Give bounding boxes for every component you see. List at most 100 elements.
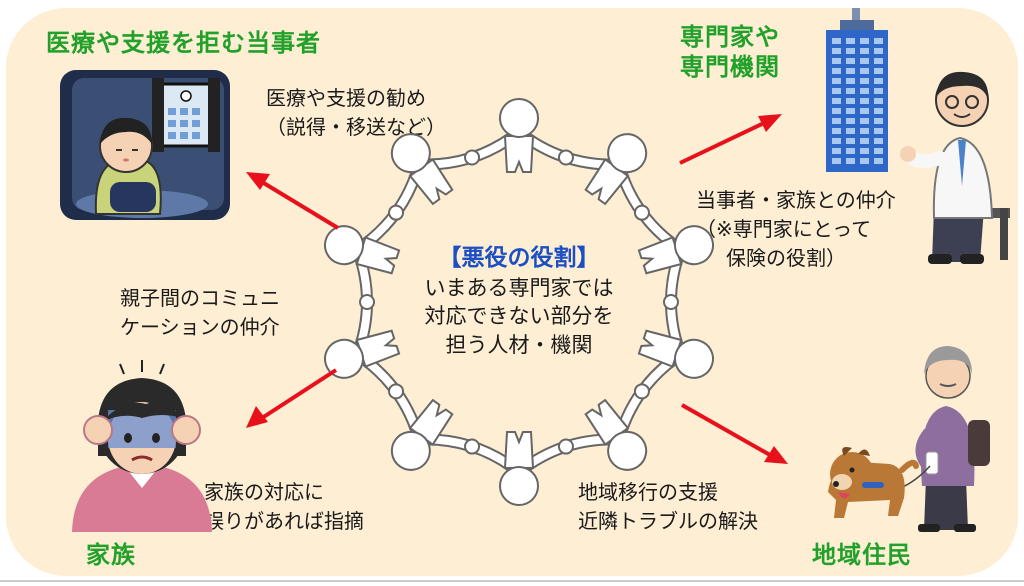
note-experts-line-3: 保険の役割） bbox=[726, 246, 846, 270]
building-window bbox=[832, 88, 841, 94]
distressed-mother-icon bbox=[72, 360, 212, 532]
center-description-line-3: 担う人材・機関 bbox=[445, 332, 593, 357]
ring-hand bbox=[633, 383, 650, 400]
center-description-line-1: いまある専門家では bbox=[424, 275, 614, 300]
building-window bbox=[846, 148, 855, 154]
building-window bbox=[860, 38, 869, 44]
office-building-icon bbox=[826, 8, 888, 172]
arrow-to-residents-icon bbox=[681, 403, 788, 464]
building-window bbox=[860, 48, 869, 54]
building-window bbox=[874, 118, 883, 124]
building-window bbox=[832, 38, 841, 44]
ring-person-icon bbox=[637, 225, 714, 275]
note-refuser-line-1: 医療や支援の勧め bbox=[266, 86, 426, 110]
building-window bbox=[846, 88, 855, 94]
elderly-walker-with-dog-icon bbox=[828, 346, 990, 532]
building-window bbox=[874, 68, 883, 74]
ring-hand bbox=[388, 383, 405, 400]
ring-person-icon bbox=[324, 225, 401, 275]
note-family-correction-line-2: 誤りがあれば指摘 bbox=[204, 509, 364, 533]
building-window bbox=[860, 128, 869, 134]
ring-hand bbox=[557, 149, 574, 166]
building-window bbox=[874, 38, 883, 44]
center-description: いまある専門家では 対応できない部分を 担う人材・機関 bbox=[384, 274, 654, 359]
ring-hand bbox=[662, 294, 679, 310]
people-ring-icon bbox=[324, 98, 714, 506]
building-window bbox=[860, 118, 869, 124]
building-window bbox=[832, 158, 841, 164]
building-window bbox=[860, 78, 869, 84]
building-window bbox=[832, 138, 841, 144]
building-window bbox=[846, 48, 855, 54]
ring-hand bbox=[464, 149, 481, 166]
building-window bbox=[860, 138, 869, 144]
building-window bbox=[874, 78, 883, 84]
center-label: 【悪役の役割】 いまある専門家では 対応できない部分を 担う人材・機関 bbox=[384, 244, 654, 359]
ring-person-icon bbox=[499, 431, 539, 506]
heading-experts-line-1: 専門家や bbox=[680, 23, 780, 51]
heading-refuser: 医療や支援を拒む当事者 bbox=[46, 29, 321, 57]
note-family-communication-line-2: ケーションの仲介 bbox=[120, 315, 280, 339]
note-experts-line-2: （※専門家にとって bbox=[696, 217, 872, 241]
note-residents-line-1: 地域移行の支援 bbox=[578, 480, 718, 504]
building-window bbox=[832, 98, 841, 104]
building-window bbox=[874, 148, 883, 154]
building-window bbox=[846, 98, 855, 104]
building-window bbox=[846, 38, 855, 44]
ring-person-icon bbox=[324, 329, 401, 379]
heading-residents: 地域住民 bbox=[812, 541, 912, 569]
building-window bbox=[832, 148, 841, 154]
ring-hand bbox=[557, 438, 574, 455]
center-description-line-2: 対応できない部分を bbox=[424, 304, 614, 329]
building-window bbox=[846, 78, 855, 84]
building-window bbox=[860, 68, 869, 74]
note-family-communication: 親子間のコミュニ ケーションの仲介 bbox=[120, 284, 280, 342]
building-window bbox=[846, 58, 855, 64]
note-residents: 地域移行の支援 近隣トラブルの解決 bbox=[578, 478, 758, 536]
building-window bbox=[832, 68, 841, 74]
building-window bbox=[846, 158, 855, 164]
building-window bbox=[860, 108, 869, 114]
building-window bbox=[874, 138, 883, 144]
center-title: 【悪役の役割】 bbox=[438, 245, 600, 271]
building-window bbox=[860, 58, 869, 64]
building-window bbox=[832, 128, 841, 134]
building-window bbox=[874, 58, 883, 64]
bottom-divider bbox=[0, 580, 1024, 582]
ring-person-icon bbox=[584, 398, 648, 471]
note-family-communication-line-1: 親子間のコミュニ bbox=[120, 286, 280, 310]
arrow-to-experts-icon bbox=[679, 114, 782, 165]
building-window bbox=[846, 138, 855, 144]
building-window bbox=[846, 118, 855, 124]
building-window bbox=[832, 108, 841, 114]
arrow-to-family-icon bbox=[246, 368, 338, 428]
note-experts-line-1: 当事者・家族との仲介 bbox=[696, 188, 896, 212]
building-window bbox=[832, 118, 841, 124]
ring-person-icon bbox=[499, 98, 539, 173]
ring-hand bbox=[388, 204, 405, 221]
arrow-to-refuser-icon bbox=[246, 172, 340, 230]
building-window bbox=[860, 158, 869, 164]
heading-experts-line-2: 専門機関 bbox=[680, 53, 780, 81]
heading-family: 家族 bbox=[86, 541, 136, 569]
withdrawn-person-icon bbox=[60, 70, 230, 220]
building-window bbox=[860, 148, 869, 154]
ring-hand bbox=[464, 438, 481, 455]
note-family-correction: 家族の対応に 誤りがあれば指摘 bbox=[204, 478, 364, 536]
building-window bbox=[846, 128, 855, 134]
building-window bbox=[846, 68, 855, 74]
building-window bbox=[874, 88, 883, 94]
building-window bbox=[874, 108, 883, 114]
building-window bbox=[860, 88, 869, 94]
doctor-icon bbox=[900, 71, 1010, 264]
building-window bbox=[874, 128, 883, 134]
note-experts: 当事者・家族との仲介 （※専門家にとって 保険の役割） bbox=[696, 186, 896, 273]
heading-experts: 専門家や 専門機関 bbox=[680, 22, 780, 82]
building-window bbox=[832, 58, 841, 64]
building-window bbox=[874, 48, 883, 54]
building-window bbox=[874, 158, 883, 164]
ring-person-icon bbox=[637, 329, 714, 379]
building-window bbox=[846, 108, 855, 114]
ring-hand bbox=[633, 204, 650, 221]
